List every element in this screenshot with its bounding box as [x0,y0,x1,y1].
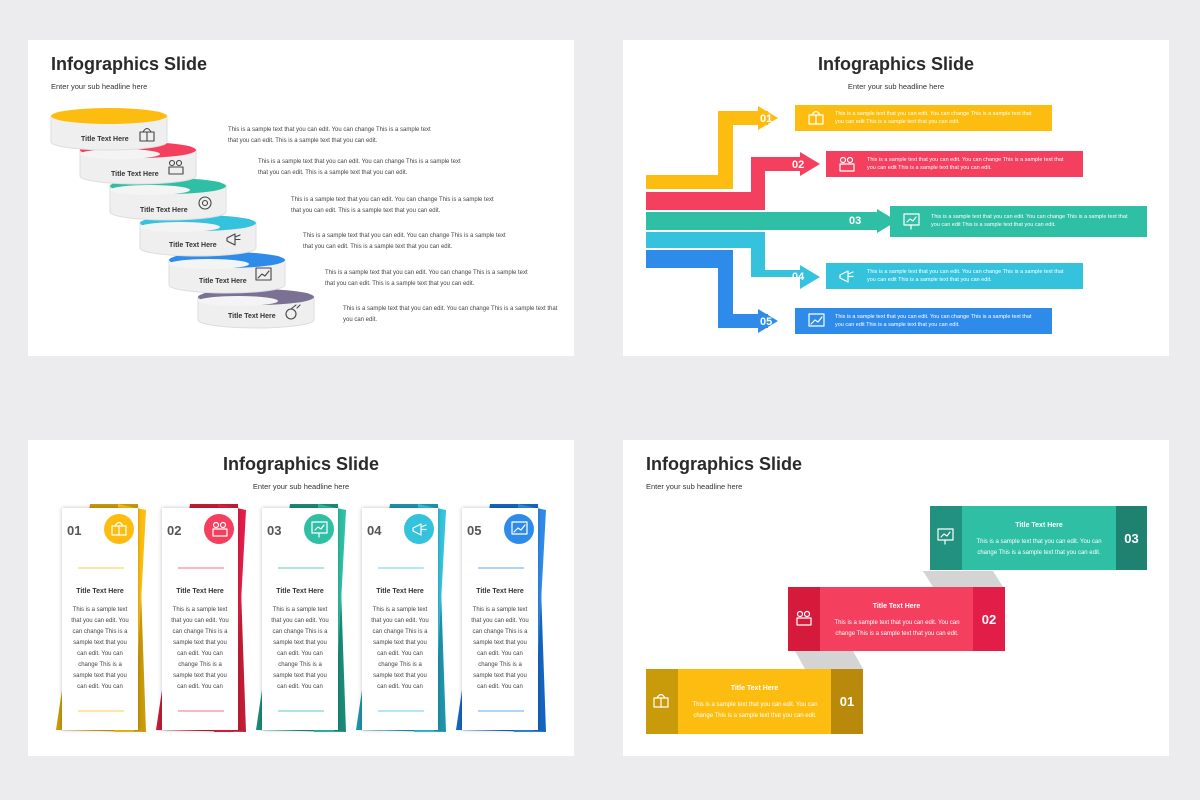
slide-1: Infographics Slide Enter your sub headli… [28,40,574,356]
step-number-3: 03 [1124,531,1139,546]
card-text-2: This is a sample text that you can edit.… [171,607,229,690]
slide-4: Infographics Slide Enter your sub headli… [623,440,1169,756]
arrow-number-3: 03 [849,215,862,227]
disc-label-1: Title Text Here [81,136,129,143]
presentation-icon [903,213,920,230]
slide-3: Infographics Slide Enter your sub headli… [28,440,574,756]
card-2 [162,508,238,730]
arrow-number-4: 04 [792,271,805,283]
card-3 [262,508,338,730]
card-1 [62,508,138,730]
card-details [78,514,534,712]
disc-label-4: Title Text Here [169,242,217,249]
slide-subtitle: Enter your sub headline here [252,482,350,491]
card-number-1: 01 [67,523,82,538]
chart-board-icon [511,521,528,535]
disc-text-3: This is a sample text that you can edit.… [291,197,494,214]
step-number-1: 01 [839,694,855,709]
team-icon [796,610,812,626]
disc-4 [139,215,257,257]
stacked-discs [50,108,315,329]
slide-subtitle: Enter your sub headline here [51,82,148,91]
disc-text-4: This is a sample text that you can edit.… [303,233,506,250]
megaphone-icon [226,233,241,246]
step-blocks [646,506,1147,734]
arrow-text-5: This is a sample text that you can edit.… [835,314,1032,328]
arrow-text-3: This is a sample text that you can edit.… [931,214,1128,228]
card-title-4: Title Text Here [376,588,424,595]
step-title-2: Title Text Here [872,603,921,610]
slide-title: Infographics Slide [51,54,208,74]
step-text-1: This is a sample text that you can edit.… [692,702,818,719]
slide-title: Infographics Slide [646,454,803,474]
card-text-1: This is a sample text that you can edit.… [71,607,129,690]
disc-label-6: Title Text Here [228,313,276,320]
card-4 [362,508,438,730]
card-text-5: This is a sample text that you can edit.… [471,607,529,690]
step-text-3: This is a sample text that you can edit.… [976,539,1102,556]
chart-board-icon [255,267,272,281]
branching-arrows [646,105,1147,334]
target-icon [198,196,212,210]
card-title-3: Title Text Here [276,588,324,595]
team-icon [839,156,855,172]
card-number-5: 05 [467,523,482,538]
card-text-4: This is a sample text that you can edit.… [371,607,429,690]
chart-board-icon [808,313,825,327]
card-title-1: Title Text Here [76,588,124,595]
arrow-text-1: This is a sample text that you can edit.… [835,111,1032,125]
presentation-icon [311,521,328,538]
arrow-text-2: This is a sample text that you can edit.… [867,157,1064,171]
slide-subtitle: Enter your sub headline here [646,482,743,491]
arrow-text-4: This is a sample text that you can edit.… [867,269,1064,283]
card-title-2: Title Text Here [176,588,224,595]
disc-text-1: This is a sample text that you can edit.… [228,127,431,144]
step-number-2: 02 [981,612,997,627]
card-number-3: 03 [267,523,282,538]
slide-title: Infographics Slide [817,54,975,74]
disc-label-2: Title Text Here [111,171,159,178]
card-text-3: This is a sample text that you can edit.… [271,607,329,690]
card-number-2: 02 [167,523,182,538]
disc-2 [79,142,197,185]
card-number-4: 04 [367,523,382,538]
team-icon [168,159,184,175]
step-title-3: Title Text Here [1015,522,1063,529]
disc-1 [50,108,168,151]
slide-2: Infographics Slide Enter your sub headli… [623,40,1169,356]
arrow-number-1: 01 [760,113,773,125]
arrow-number-5: 05 [760,316,773,328]
presentation-icon [937,528,954,545]
megaphone-icon [839,270,854,283]
slide-title: Infographics Slide [222,454,380,474]
disc-6 [197,289,315,329]
idea-book-icon [653,693,669,708]
disc-text-6: This is a sample text that you can edit.… [343,306,558,323]
arrow-number-2: 02 [792,159,805,171]
team-icon [212,521,228,537]
growth-icon [285,304,301,320]
megaphone-icon [412,523,427,536]
card-5 [462,508,538,730]
card-title-5: Title Text Here [476,588,524,595]
slide-subtitle: Enter your sub headline here [847,82,945,91]
idea-book-icon [111,521,127,536]
disc-label-3: Title Text Here [140,207,188,214]
step-title-1: Title Text Here [730,685,779,692]
disc-text-5: This is a sample text that you can edit.… [325,270,528,287]
idea-book-icon [139,127,155,142]
step-text-2: This is a sample text that you can edit.… [834,620,960,637]
idea-book-icon [808,110,824,125]
disc-text-2: This is a sample text that you can edit.… [258,159,461,176]
disc-label-5: Title Text Here [199,278,247,285]
